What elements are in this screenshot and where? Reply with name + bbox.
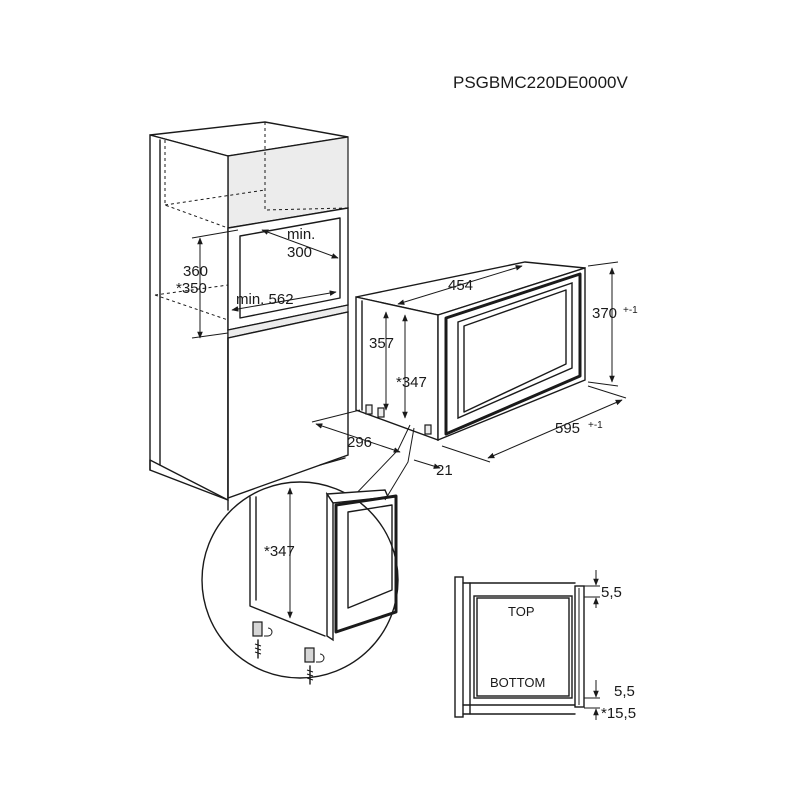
section-bottom-label: BOTTOM	[490, 675, 545, 690]
rotate-arrow-2	[316, 653, 325, 663]
cabinet-lower-door	[227, 311, 349, 499]
min-depth-label-2: 300	[287, 244, 312, 261]
min-width-label: min. 562	[236, 291, 294, 308]
appliance-foot-1	[365, 404, 373, 415]
width-595-tolerance: +-1	[588, 420, 603, 431]
detail-leader-right	[384, 427, 415, 501]
height-370-ext-bottom	[587, 381, 619, 387]
hidden-line-1	[164, 140, 229, 229]
niche-height-ext-top	[191, 229, 239, 239]
appliance-frame-border	[444, 272, 582, 436]
height-357-label: 357	[369, 335, 394, 352]
gap-bottom-alt-label: *15,5	[601, 705, 636, 722]
gap-top-label: 5,5	[601, 584, 622, 601]
height-370-label: 370	[592, 305, 617, 322]
section-inner-border	[473, 595, 573, 699]
section-top-label: TOP	[508, 604, 535, 619]
detail-view: *347	[201, 481, 399, 685]
appliance-foot-3	[424, 424, 432, 435]
appliance-door-window	[457, 282, 573, 420]
width-595-ext	[441, 445, 491, 463]
detail-leader-left	[349, 424, 411, 501]
plinth-edge	[319, 457, 346, 466]
niche-height-ext-bottom	[191, 332, 229, 339]
detail-frame-side	[326, 491, 334, 642]
width-454-label: 454	[448, 277, 473, 294]
adjustable-foot-1	[252, 621, 273, 659]
gap-bottom-label: 5,5	[614, 683, 635, 700]
section-left-panel	[454, 576, 464, 718]
appliance-dimensions: 454 357 *347 370 +-1 296 595 +-1 21	[311, 261, 638, 501]
detail-circle	[201, 481, 399, 679]
cabinet-side-panel	[149, 134, 229, 502]
min-depth-arrow	[261, 229, 339, 259]
section-inner-box	[476, 597, 570, 697]
rotate-arrow-1	[264, 627, 273, 637]
screw-thread-2	[306, 669, 314, 681]
model-code: PSGBMC220DE0000V	[453, 73, 628, 92]
screw-thread-1	[254, 643, 262, 655]
depth-296-ext	[311, 409, 361, 423]
detail-height-label: *347	[264, 543, 295, 560]
frame-section-view: TOP BOTTOM 5,5 5,5 *15,5	[454, 570, 636, 722]
foot-block-2	[304, 647, 315, 663]
detail-frame-border	[334, 494, 398, 634]
width-595-arrow	[487, 399, 623, 459]
depth-296-label: 296	[347, 434, 372, 451]
detail-window	[347, 504, 393, 609]
detail-cabinet-panel	[249, 496, 326, 637]
foot-block-1	[252, 621, 263, 637]
min-depth-label-1: min.	[287, 226, 315, 243]
width-595-ext-right	[587, 385, 627, 399]
cabinet-plinth	[149, 459, 229, 511]
cabinet-dimensions: 360 *350 min. 300 min. 562	[176, 226, 339, 339]
niche-height-alt-label: *350	[176, 280, 207, 297]
width-454-arrow	[397, 265, 523, 305]
niche-height-label: 360	[183, 263, 208, 280]
adjustable-foot-2	[304, 647, 325, 685]
height-347-label: *347	[396, 374, 427, 391]
min-width-arrow	[231, 290, 337, 312]
kitchen-cabinet	[149, 121, 349, 511]
appliance-side-face	[355, 296, 439, 442]
depth-21-label: 21	[436, 462, 453, 479]
depth-296-arrow	[315, 423, 401, 453]
height-370-ext-top	[587, 261, 619, 267]
height-370-tolerance: +-1	[623, 305, 638, 316]
depth-21-arrow	[413, 459, 441, 469]
microwave-appliance	[355, 261, 586, 442]
appliance-window-inner	[463, 289, 567, 413]
width-595-label: 595	[555, 420, 580, 437]
hidden-line-3	[164, 189, 266, 206]
appliance-foot-2	[377, 407, 385, 418]
